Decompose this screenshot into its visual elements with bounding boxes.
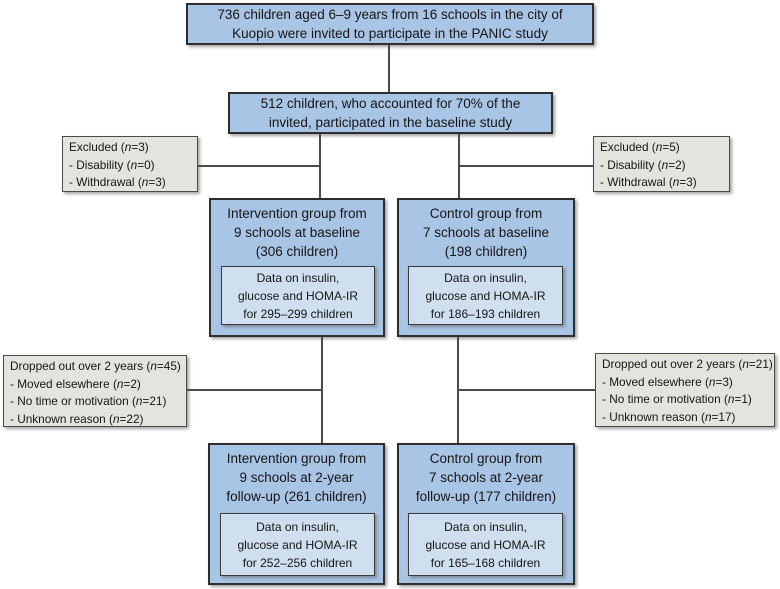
control-baseline-title-2: 7 schools at baseline	[422, 225, 550, 240]
control-followup-title-3: follow-up (177 children)	[415, 489, 557, 504]
intervention-baseline-data-box: Data on insulin, glucose and HOMA-IR for…	[221, 266, 375, 325]
control-followup-title-1: Control group from	[429, 451, 543, 466]
control-baseline-data-box: Data on insulin, glucose and HOMA-IR for…	[408, 266, 563, 325]
excluded-left-line-3: - Withdrawal (n=3)	[69, 175, 166, 189]
dropout-right-line-1: Dropped out over 2 years (n=21)	[602, 357, 773, 371]
connector-excluded-right	[459, 165, 593, 167]
excluded-right-line-1: Excluded (n=5)	[600, 140, 680, 154]
intervention-followup-title-2: 9 schools at 2-year	[239, 470, 354, 485]
control-followup-data-box: Data on insulin, glucose and HOMA-IR for…	[408, 513, 563, 576]
dropout-right-line-4: - Unknown reason (n=17)	[602, 409, 736, 424]
intervention-followup-data-2: glucose and HOMA-IR	[237, 537, 358, 552]
excluded-left-box: Excluded (n=3) - Disability (n=0) - With…	[62, 136, 198, 192]
intervention-followup-title-1: Intervention group from	[226, 451, 367, 466]
intervention-followup-data-1: Data on insulin,	[256, 519, 339, 534]
baseline-participation-box: 512 children, who accounted for 70% of t…	[228, 92, 553, 134]
dropout-right-line-3: - No time or motivation (n=1)	[602, 392, 752, 406]
control-baseline-title-3: (198 children)	[444, 244, 528, 259]
dropout-left-line-4: - Unknown reason (n=22)	[10, 411, 144, 426]
intervention-baseline-title-1: Intervention group from	[227, 206, 367, 221]
dropout-right-box: Dropped out over 2 years (n=21) - Moved …	[595, 353, 775, 427]
dropout-left-line-1: Dropped out over 2 years (n=45)	[10, 359, 181, 373]
control-baseline-data-3: for 186–193 children	[430, 306, 541, 321]
control-followup-data-3: for 165–168 children	[430, 555, 541, 570]
control-followup-title-2: 7 schools at 2-year	[428, 470, 544, 485]
dropout-left-box: Dropped out over 2 years (n=45) - Moved …	[3, 355, 187, 427]
connector-dropout-left	[187, 389, 323, 391]
control-baseline-title-1: Control group from	[429, 206, 543, 221]
control-followup-data-1: Data on insulin,	[444, 519, 527, 534]
connector-excluded-left	[198, 165, 321, 167]
excluded-right-line-2: - Disability (n=2)	[600, 157, 686, 172]
connector-invited-to-baseline	[388, 45, 390, 92]
excluded-right-line-3: - Withdrawal (n=3)	[600, 175, 697, 189]
intervention-followup-title-3: follow-up (261 children)	[226, 489, 367, 504]
intervention-followup-data-3: for 252–256 children	[242, 555, 353, 570]
intervention-baseline-data-1: Data on insulin,	[256, 270, 340, 285]
control-followup-data-2: glucose and HOMA-IR	[425, 537, 546, 552]
control-baseline-data-1: Data on insulin,	[444, 270, 527, 285]
invited-box: 736 children aged 6–9 years from 16 scho…	[186, 3, 594, 45]
dropout-left-line-2: - Moved elsewhere (n=2)	[10, 376, 141, 391]
dropout-right-line-2: - Moved elsewhere (n=3)	[602, 374, 733, 389]
control-baseline-data-2: glucose and HOMA-IR	[425, 288, 546, 303]
invited-line-1: 736 children aged 6–9 years from 16 scho…	[217, 6, 563, 22]
connector-dropout-right	[458, 389, 595, 391]
intervention-baseline-title-2: 9 schools at baseline	[233, 225, 361, 240]
intervention-baseline-data-2: glucose and HOMA-IR	[237, 288, 359, 303]
excluded-left-line-1: Excluded (n=3)	[69, 140, 149, 154]
intervention-followup-data-box: Data on insulin, glucose and HOMA-IR for…	[220, 513, 375, 576]
intervention-baseline-title-3: (306 children)	[255, 244, 339, 259]
excluded-right-box: Excluded (n=5) - Disability (n=2) - With…	[593, 136, 730, 192]
baseline-line-2: invited, participated in the baseline st…	[268, 115, 513, 130]
excluded-left-line-2: - Disability (n=0)	[69, 157, 155, 172]
invited-line-2: Kuopio were invited to participate in th…	[232, 26, 548, 41]
baseline-line-1: 512 children, who accounted for 70% of t…	[260, 95, 521, 111]
intervention-baseline-data-3: for 295–299 children	[243, 306, 353, 321]
dropout-left-line-3: - No time or motivation (n=21)	[10, 394, 167, 408]
